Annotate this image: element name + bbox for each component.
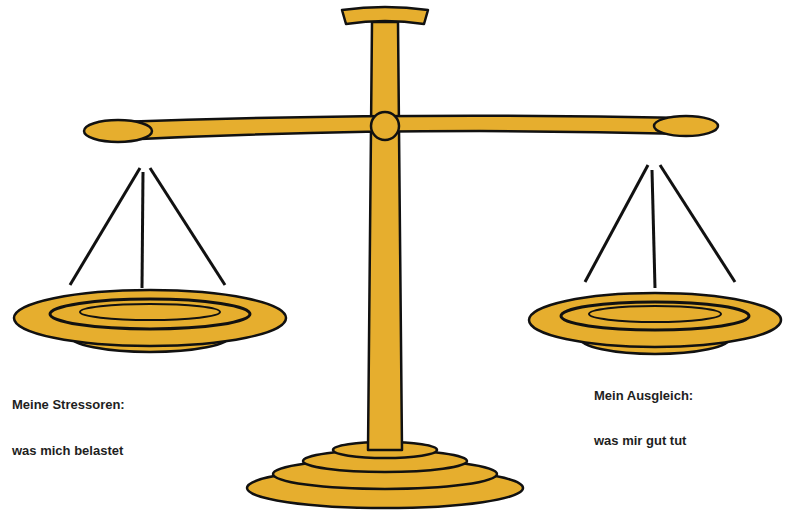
scale-label: Mein Ausgleich: xyxy=(594,388,693,404)
scale-label: Meine Stressoren: xyxy=(12,397,125,413)
scale-label: was mir gut tut xyxy=(594,433,686,449)
scale-label: was mich belastet xyxy=(12,443,123,459)
